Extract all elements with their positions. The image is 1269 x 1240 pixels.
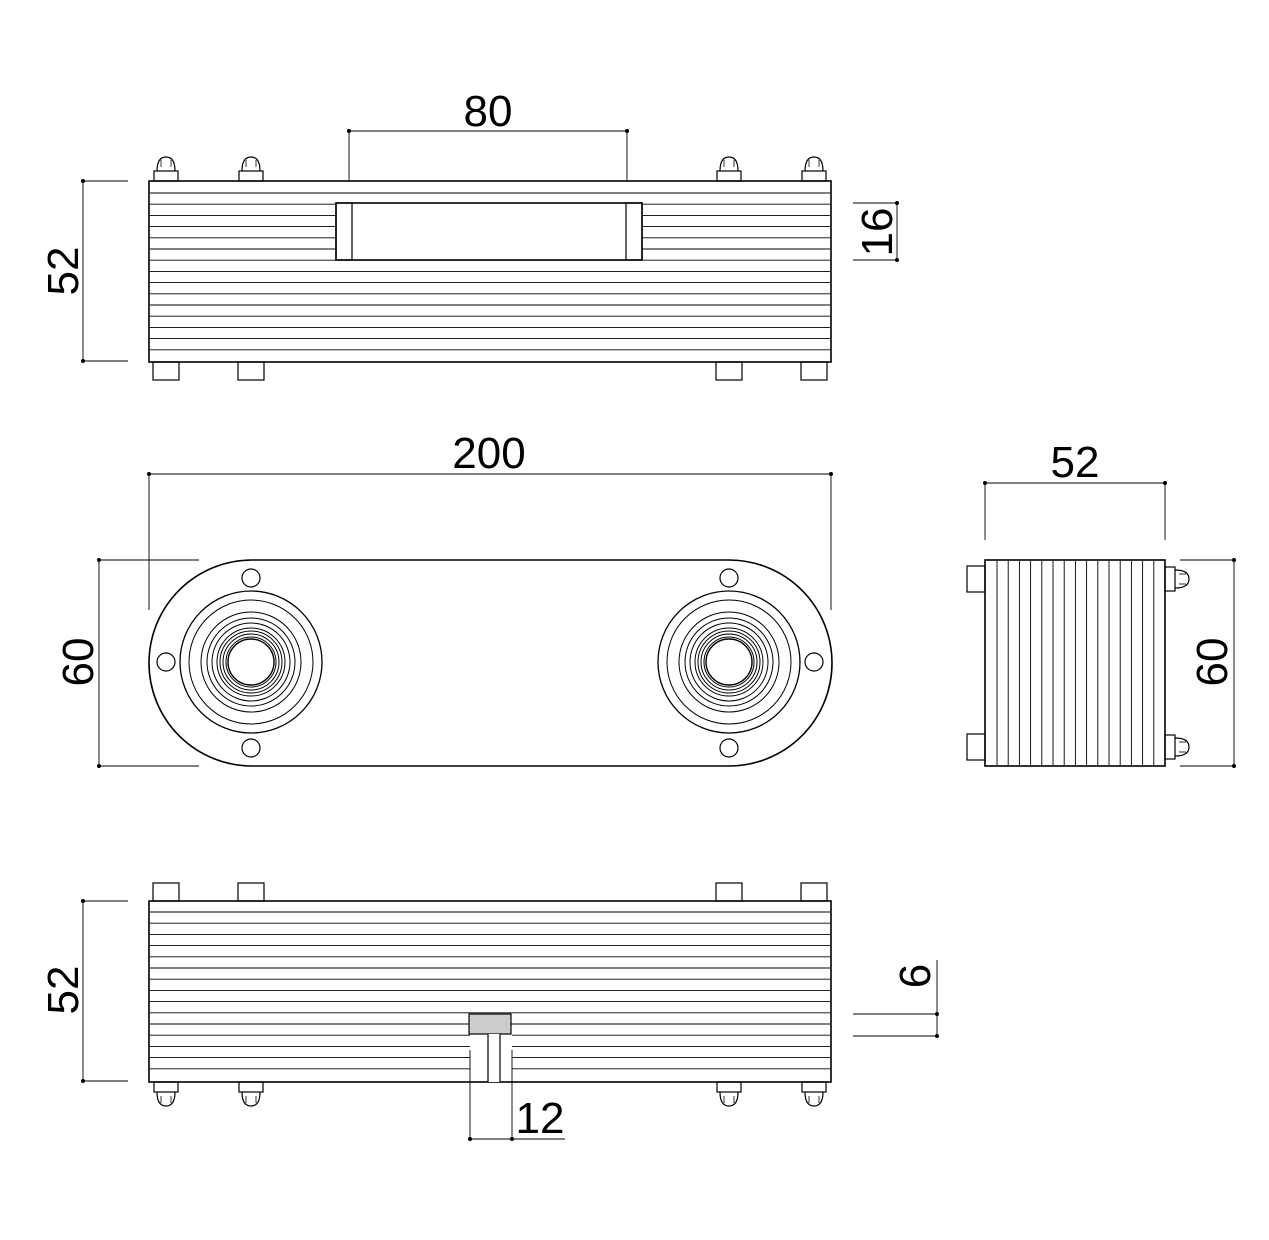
- bolt-stud: [800, 361, 828, 381]
- bolt-stud: [966, 565, 986, 593]
- dimension-dot: [1232, 764, 1236, 768]
- flange-ring: [179, 590, 323, 734]
- bore: [227, 638, 275, 686]
- front-view-plate: [148, 559, 833, 767]
- dimension-dot: [81, 359, 85, 363]
- bore-ring: [222, 633, 280, 691]
- bolt-head: [238, 156, 264, 182]
- bore-ring: [694, 627, 764, 697]
- bore-ring: [216, 627, 286, 697]
- top-view-slot: [335, 202, 643, 261]
- bolt-dome: [719, 1091, 739, 1107]
- bolt-stud: [715, 882, 743, 902]
- bottom-view-key: [468, 1013, 512, 1035]
- bolt-head: [238, 1081, 264, 1107]
- flange-ring: [689, 622, 769, 702]
- bolt-dome: [719, 156, 739, 172]
- bolt-head: [801, 156, 827, 182]
- dimension-dot: [97, 764, 101, 768]
- bolt-washer: [1164, 566, 1176, 592]
- mounting-hole: [241, 738, 261, 758]
- bolt-washer: [801, 1081, 827, 1093]
- flange-ring: [678, 611, 780, 713]
- mounting-hole: [719, 738, 739, 758]
- bolt-dome: [1174, 737, 1190, 757]
- dimension-dot: [510, 1137, 514, 1141]
- flange-ring: [211, 622, 291, 702]
- dimension-dot: [895, 258, 899, 262]
- bore-ring: [697, 630, 761, 694]
- bolt-stud: [800, 882, 828, 902]
- mounting-hole: [804, 652, 824, 672]
- bore-ring: [700, 633, 758, 691]
- bore-ring: [703, 636, 755, 688]
- dimension-dot: [895, 201, 899, 205]
- bolt-stud: [237, 361, 265, 381]
- dim-top-slot-width: 80: [464, 87, 513, 136]
- top-view-slot-end: [335, 202, 353, 261]
- bore-ring: [225, 636, 277, 688]
- flange-ring: [684, 617, 774, 707]
- bolt-dome: [156, 1091, 176, 1107]
- bolt-dome: [804, 1091, 824, 1107]
- bolt-washer: [238, 1081, 264, 1093]
- bolt-washer: [716, 170, 742, 182]
- dim-bottom-notch-depth: 6: [891, 964, 940, 988]
- flange-ring: [206, 617, 296, 707]
- bolt-stud: [152, 361, 180, 381]
- bolt-stud: [237, 882, 265, 902]
- bolt-stud: [966, 733, 986, 761]
- dimension-dot: [935, 1034, 939, 1038]
- bolt-head: [716, 156, 742, 182]
- bolt-dome: [156, 156, 176, 172]
- bolt-head: [801, 1081, 827, 1107]
- bolt-dome: [241, 1091, 261, 1107]
- bolt-dome: [804, 156, 824, 172]
- top-view-body: [148, 180, 832, 363]
- flange-ring: [657, 590, 801, 734]
- bolt-washer: [716, 1081, 742, 1093]
- dimension-dot: [81, 899, 85, 903]
- bolt-washer: [153, 1081, 179, 1093]
- bolt-washer: [153, 170, 179, 182]
- bolt-washer: [238, 170, 264, 182]
- bolt-dome: [241, 156, 261, 172]
- bolt-head: [1164, 734, 1190, 760]
- dim-front-height: 60: [54, 638, 103, 687]
- dimension-dot: [81, 179, 85, 183]
- bolt-head: [153, 1081, 179, 1107]
- flange-ring: [666, 599, 792, 725]
- bolt-stud: [152, 882, 180, 902]
- side-view-body: [984, 559, 1166, 767]
- flange-ring: [188, 599, 314, 725]
- bolt-head: [153, 156, 179, 182]
- dimension-dot: [97, 558, 101, 562]
- dim-bottom-notch-width: 12: [516, 1094, 565, 1143]
- bolt-washer: [1164, 734, 1176, 760]
- bolt-head: [716, 1081, 742, 1107]
- bottom-view-notch-fill: [488, 1034, 500, 1082]
- dim-bottom-height: 52: [39, 966, 88, 1015]
- dimension-dot: [935, 1012, 939, 1016]
- bolt-dome: [1174, 569, 1190, 589]
- bolt-stud: [715, 361, 743, 381]
- flange-ring: [200, 611, 302, 713]
- bolt-washer: [801, 170, 827, 182]
- dimension-dot: [81, 1079, 85, 1083]
- dim-top-height: 52: [39, 247, 88, 296]
- dim-front-length: 200: [452, 429, 525, 478]
- dim-side-width: 52: [1051, 438, 1100, 487]
- mounting-hole: [241, 568, 261, 588]
- mounting-hole: [156, 652, 176, 672]
- bore-ring: [219, 630, 283, 694]
- dim-side-height: 60: [1188, 638, 1237, 687]
- bore: [705, 638, 753, 686]
- bolt-head: [1164, 566, 1190, 592]
- mounting-hole: [719, 568, 739, 588]
- dimension-dot: [468, 1137, 472, 1141]
- dimension-dot: [1232, 558, 1236, 562]
- top-view-slot-end: [625, 202, 643, 261]
- dim-top-slot-height: 16: [853, 208, 902, 257]
